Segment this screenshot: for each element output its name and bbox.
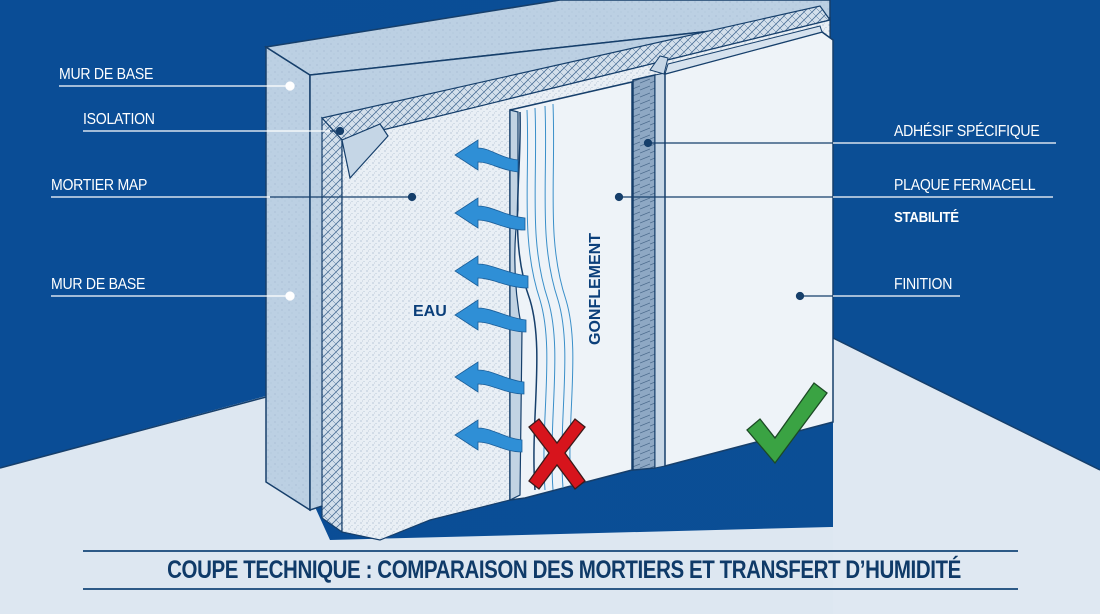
title-rule-bottom [83,588,1018,590]
swelling-tag: GONFLEMENT [587,233,604,345]
label-insulation: ISOLATION [83,111,155,128]
insulation-side [321,116,343,534]
floor [0,338,1100,614]
leader-lines-right [833,142,1056,297]
base-wall-side [265,45,311,512]
checkmark-icon [746,382,828,465]
label-stability: STABILITÉ [894,209,959,226]
label-mortar-map: MORTIER MAP [51,177,148,194]
adhesive-strip [632,74,656,471]
cross-icon [528,418,586,490]
diagram-title: COUPE TECHNIQUE : COMPARAISON DES MORTIE… [167,556,961,584]
label-specific-adhesive: ADHÉSIF SPÉCIFIQUE [894,123,1040,140]
base-wall-top [263,0,831,76]
leader-lines-left [51,81,330,301]
water-arrow-icon [454,139,529,453]
label-fermacell-board: PLAQUE FERMACELL [894,177,1036,194]
water-tag: EAU [410,303,450,321]
label-base-wall-top: MUR DE BASE [59,66,154,83]
label-base-wall-bottom: MUR DE BASE [51,276,146,293]
label-finish: FINITION [894,276,953,293]
title-rule-top [83,550,1018,552]
